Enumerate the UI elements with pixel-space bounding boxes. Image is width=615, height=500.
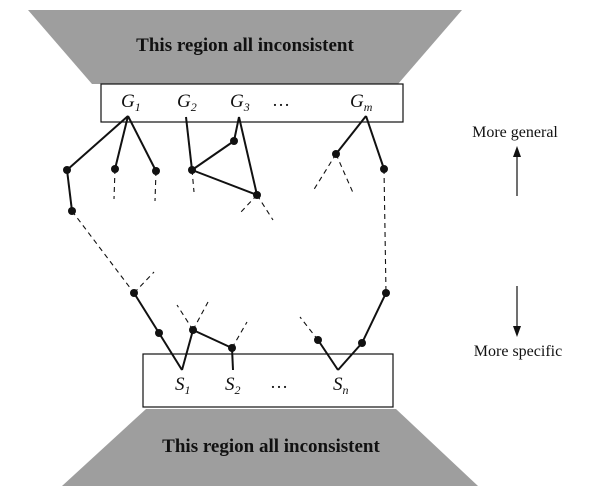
edge-g1-right <box>127 115 157 172</box>
label-sn: Sn <box>333 374 349 397</box>
general-boundary-box <box>100 83 404 123</box>
dash-right-long <box>383 168 387 294</box>
node <box>152 167 160 175</box>
node <box>380 165 388 173</box>
node <box>111 165 119 173</box>
arrow-up-icon <box>513 146 521 196</box>
node <box>189 326 197 334</box>
edge-g3-top <box>233 116 240 142</box>
edge-g3-right <box>238 116 258 196</box>
edge-s1-b <box>158 332 183 371</box>
dash-s1-up-right <box>192 301 209 331</box>
node <box>155 329 163 337</box>
edge-g2-node <box>185 116 193 171</box>
label-s2: S2 <box>225 374 241 397</box>
dash-g1-mid <box>113 168 116 200</box>
general-ellipsis: … <box>272 90 290 110</box>
edge-tri-bottom <box>191 169 258 196</box>
hypothesis-nodes <box>63 137 390 352</box>
node <box>253 191 261 199</box>
edge-s1-a <box>133 292 160 334</box>
dash-s1-up-left <box>176 304 194 331</box>
node <box>382 289 390 297</box>
node <box>188 166 196 174</box>
top-inconsistent-region <box>28 10 462 84</box>
node <box>358 339 366 347</box>
dash-gm-fan-left <box>312 153 337 192</box>
dash-g3-fan-right <box>256 194 274 221</box>
dash-g1-right <box>154 170 157 202</box>
node <box>130 289 138 297</box>
edge-gm-right <box>365 115 385 170</box>
dash-sn-up <box>299 316 319 341</box>
arrow-down-icon <box>513 286 521 337</box>
dash-g3-fan-left <box>239 194 258 214</box>
label-s1: S1 <box>175 374 191 397</box>
dash-left-cross <box>133 271 155 294</box>
node <box>63 166 71 174</box>
node <box>68 207 76 215</box>
node <box>332 150 340 158</box>
solid-edges <box>66 115 387 371</box>
label-g1: G1 <box>121 91 141 114</box>
edge-sn-up <box>361 292 387 344</box>
more-specific-label: More specific <box>474 343 562 360</box>
edge-s1-c <box>181 329 194 371</box>
label-g2: G2 <box>177 91 197 114</box>
edge-left-chain <box>66 169 73 212</box>
specific-ellipsis: … <box>270 372 288 392</box>
label-gm: Gm <box>350 91 373 114</box>
dash-left-long <box>71 210 135 294</box>
dashed-edges <box>71 153 387 349</box>
node <box>228 344 236 352</box>
edge-sn-right <box>337 342 363 371</box>
edge-tri-top <box>191 140 235 171</box>
bottom-inconsistent-region <box>62 409 478 486</box>
node <box>230 137 238 145</box>
node <box>314 336 322 344</box>
edge-g1-left <box>66 115 129 171</box>
label-g3: G3 <box>230 91 250 114</box>
edge-sn-left <box>317 339 339 371</box>
edge-gm-left <box>335 115 367 155</box>
dash-gm-fan-right <box>335 153 355 196</box>
more-general-label: More general <box>472 124 558 141</box>
top-region-label: This region all inconsistent <box>136 35 354 56</box>
bottom-region-label: This region all inconsistent <box>162 436 380 457</box>
edge-g1-mid <box>114 115 129 170</box>
edge-s1-d <box>192 329 233 349</box>
dash-s2-up <box>231 321 248 349</box>
